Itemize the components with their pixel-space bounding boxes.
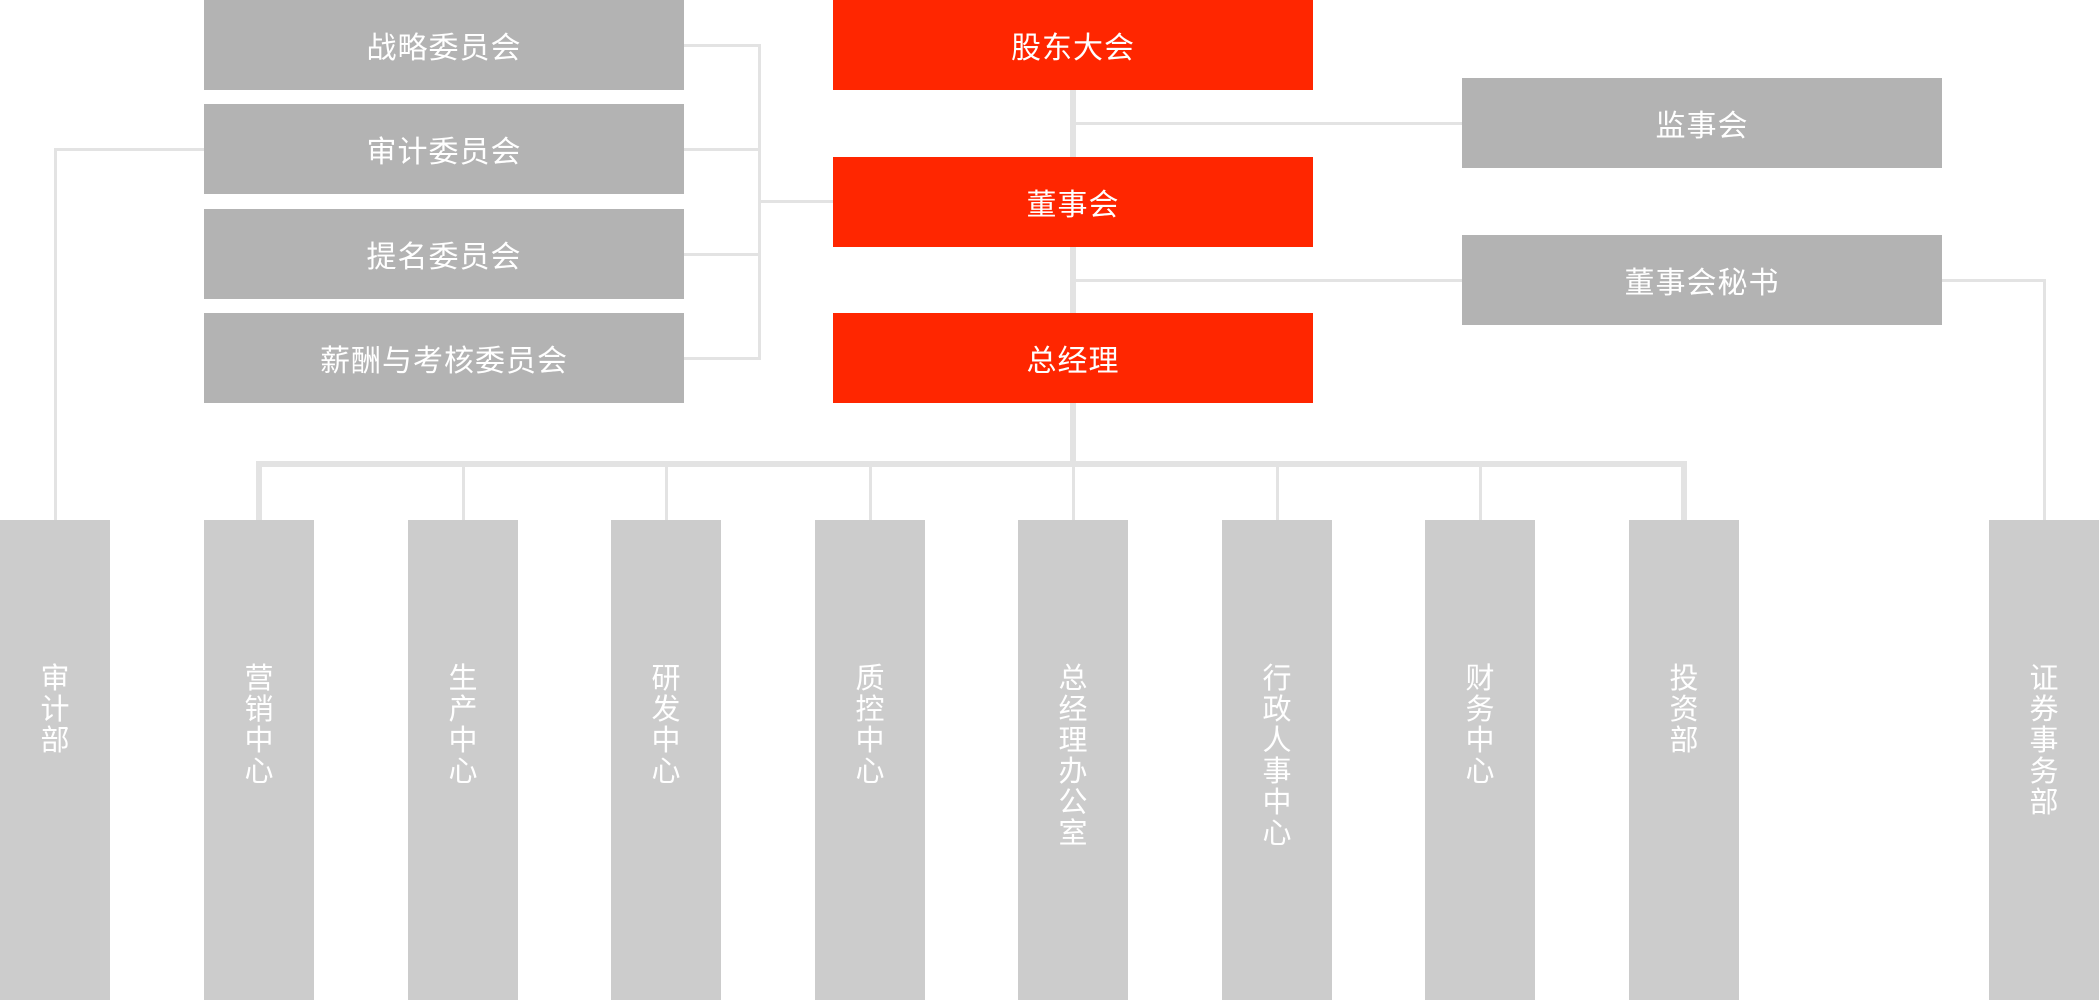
connector-securities-drop [2043, 279, 2046, 520]
node-label: 监事会 [1655, 109, 1749, 144]
dept-label: 营销中心 [244, 661, 274, 788]
node-board-of-directors[interactable]: 董事会 [833, 157, 1313, 247]
node-compensation-committee[interactable]: 薪酬与考核委员会 [204, 313, 684, 403]
dept-label: 审计部 [40, 661, 70, 757]
bus-drop-4 [869, 464, 872, 520]
node-nomination-committee[interactable]: 提名委员会 [204, 209, 684, 299]
committee-stub-3 [684, 253, 761, 256]
node-strategy-committee[interactable]: 战略委员会 [204, 0, 684, 90]
committee-stub-2 [684, 148, 761, 151]
node-label: 审计委员会 [366, 135, 522, 170]
node-shareholders-meeting[interactable]: 股东大会 [833, 0, 1313, 90]
committee-to-board [758, 200, 833, 203]
dept-label: 研发中心 [651, 661, 681, 788]
connector-supervisory [1076, 122, 1462, 125]
committee-stub-4 [684, 357, 761, 360]
bus-drop-8 [1681, 461, 1687, 520]
dept-investment[interactable]: 投资部 [1629, 520, 1739, 1000]
node-audit-committee[interactable]: 审计委员会 [204, 104, 684, 194]
bus-drop-3 [665, 464, 668, 520]
node-label: 董事会 [1026, 188, 1120, 223]
node-supervisory-board[interactable]: 监事会 [1462, 78, 1942, 168]
dept-marketing-center[interactable]: 营销中心 [204, 520, 314, 1000]
bus-drop-7 [1479, 464, 1482, 520]
dept-label: 投资部 [1669, 661, 1699, 757]
dept-rnd-center[interactable]: 研发中心 [611, 520, 721, 1000]
connector-secretary-out [1942, 279, 2046, 282]
dept-label: 总经理办公室 [1058, 661, 1088, 850]
dept-gm-office[interactable]: 总经理办公室 [1018, 520, 1128, 1000]
dept-label: 证券事务部 [2029, 661, 2059, 819]
connector-spine-3 [1070, 403, 1076, 463]
bus-drop-6 [1276, 464, 1279, 520]
connector-audit-horizontal [54, 148, 204, 151]
node-general-manager[interactable]: 总经理 [833, 313, 1313, 403]
committee-stub-1 [684, 44, 761, 47]
connector-spine-1 [1070, 90, 1076, 157]
node-label: 股东大会 [1011, 31, 1135, 66]
node-label: 薪酬与考核委员会 [320, 344, 568, 379]
dept-label: 生产中心 [448, 661, 478, 788]
node-board-secretary[interactable]: 董事会秘书 [1462, 235, 1942, 325]
department-bus [256, 461, 1687, 467]
bus-drop-5 [1072, 464, 1075, 520]
dept-label: 质控中心 [855, 661, 885, 788]
dept-quality-control-center[interactable]: 质控中心 [815, 520, 925, 1000]
node-label: 董事会秘书 [1624, 266, 1780, 301]
bus-drop-2 [462, 464, 465, 520]
dept-label: 财务中心 [1465, 661, 1495, 788]
connector-secretary [1076, 279, 1462, 282]
dept-admin-hr-center[interactable]: 行政人事中心 [1222, 520, 1332, 1000]
node-label: 总经理 [1026, 344, 1120, 379]
connector-audit-drop [54, 148, 57, 520]
dept-securities-affairs[interactable]: 证券事务部 [1989, 520, 2099, 1000]
node-label: 提名委员会 [366, 240, 522, 275]
bus-drop-1 [256, 461, 262, 520]
dept-production-center[interactable]: 生产中心 [408, 520, 518, 1000]
node-label: 战略委员会 [366, 31, 522, 66]
connector-spine-2 [1070, 247, 1076, 313]
dept-audit[interactable]: 审计部 [0, 520, 110, 1000]
dept-label: 行政人事中心 [1262, 661, 1292, 850]
dept-finance-center[interactable]: 财务中心 [1425, 520, 1535, 1000]
